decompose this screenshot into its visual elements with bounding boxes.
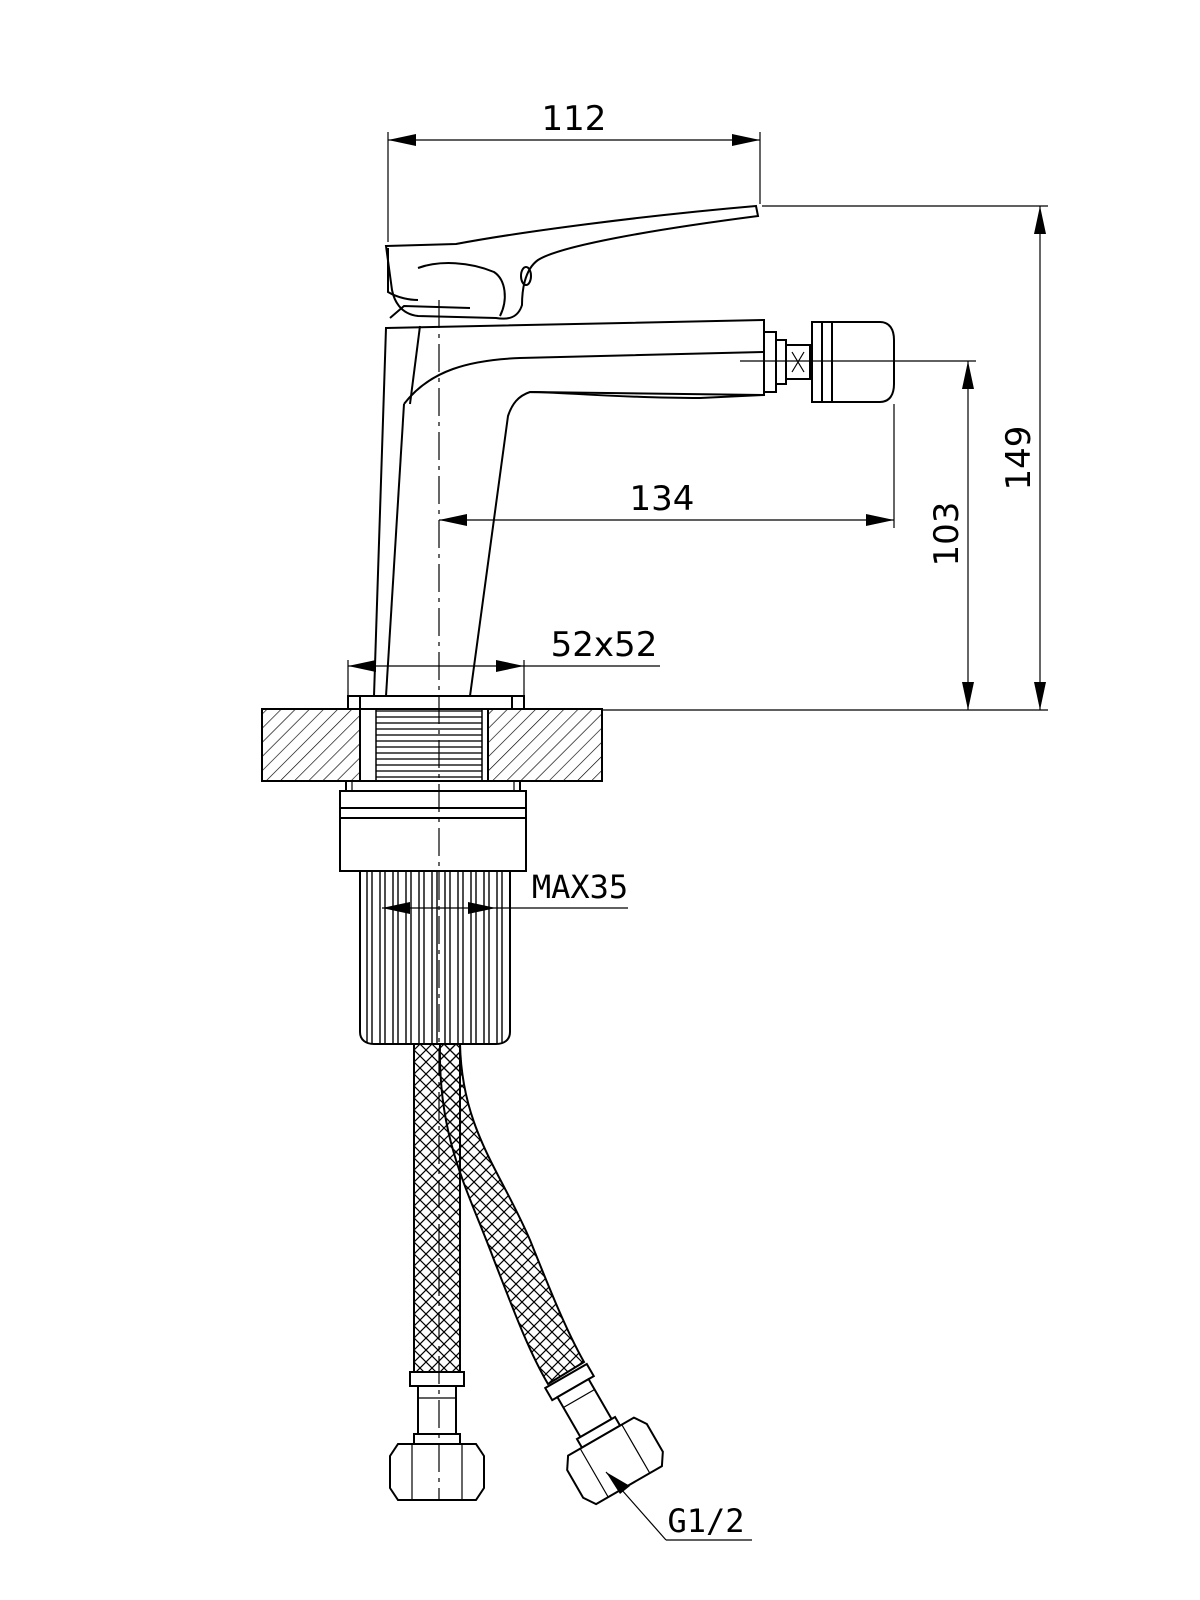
dim-spout-reach: 134 xyxy=(439,404,895,528)
dim-base-size: 52x52 xyxy=(347,625,660,696)
dim-label-max35: MAX35 xyxy=(532,868,628,906)
dim-label-134: 134 xyxy=(630,479,695,519)
dim-label-g12: G1/2 xyxy=(667,1502,744,1540)
ribbed-nut xyxy=(359,870,511,1045)
dim-total-height: 149 xyxy=(762,205,1048,710)
fixing-collar xyxy=(339,780,527,872)
leader-thread: G1/2 xyxy=(605,1471,752,1541)
dim-label-112: 112 xyxy=(542,99,607,139)
hose-right xyxy=(438,1043,664,1506)
faucet-body xyxy=(372,318,765,697)
dim-label-52x52: 52x52 xyxy=(551,625,658,665)
base-plate xyxy=(347,695,525,710)
dim-label-149: 149 xyxy=(999,426,1039,491)
dim-handle-width: 112 xyxy=(387,99,761,242)
spray-head xyxy=(763,321,895,403)
dim-spout-height: 103 xyxy=(740,360,976,710)
dim-max-thickness: MAX35 xyxy=(382,868,628,914)
deck-section xyxy=(261,708,603,782)
lever-handle xyxy=(384,204,760,320)
dim-label-103: 103 xyxy=(927,502,967,567)
